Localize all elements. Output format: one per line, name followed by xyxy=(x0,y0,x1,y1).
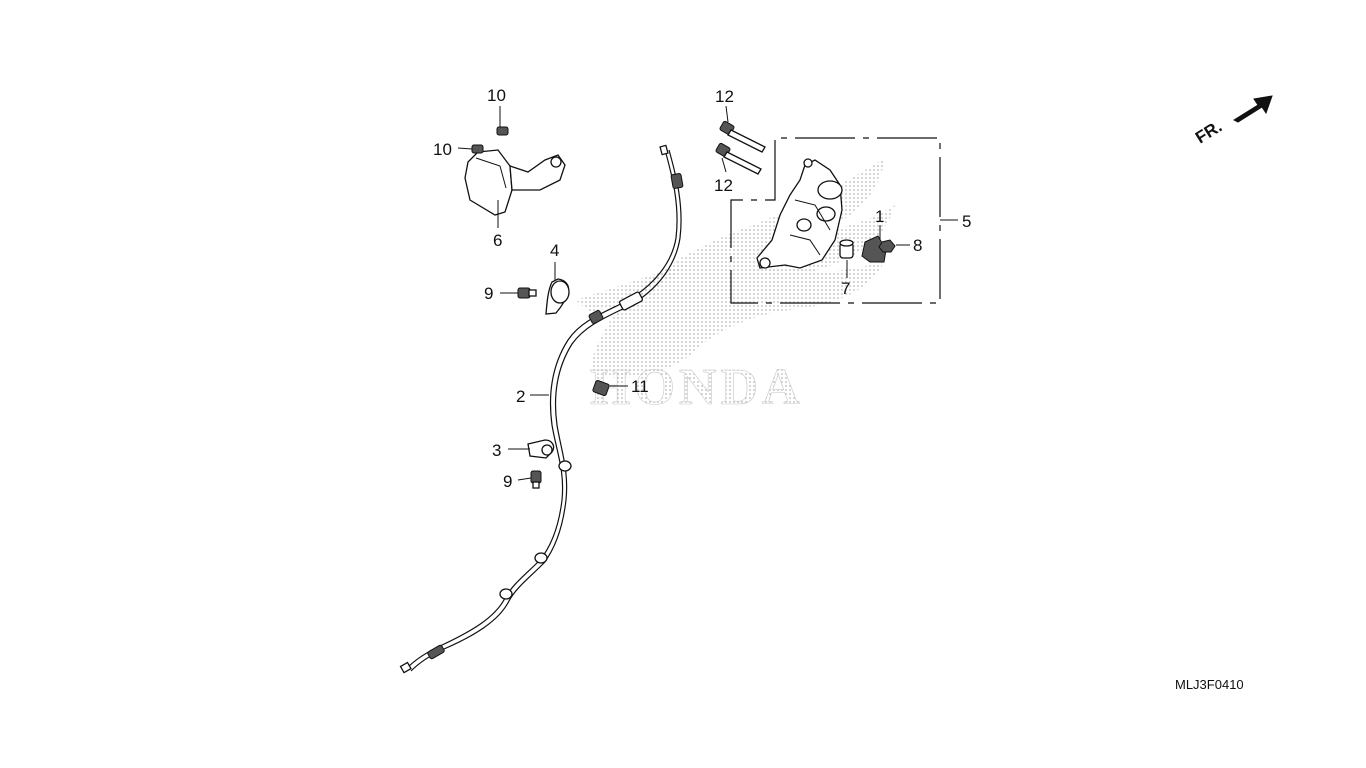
callout-6: 6 xyxy=(493,231,502,250)
honda-watermark-text: HONDA xyxy=(590,359,804,416)
cover-part xyxy=(464,149,566,216)
parking-brake-cable xyxy=(399,144,684,674)
bolt-12b xyxy=(715,142,762,175)
screw-10b xyxy=(471,144,484,154)
lever-assembly-part xyxy=(756,158,843,269)
front-direction-indicator: FR. xyxy=(1192,95,1273,148)
callout-9-upper: 9 xyxy=(484,284,493,303)
bolt-9a xyxy=(517,287,537,299)
bolt-12a xyxy=(719,120,766,153)
bolt-9b xyxy=(530,470,542,489)
screw-10a xyxy=(496,126,509,136)
callout-12-bottom: 12 xyxy=(714,176,733,195)
clip-part xyxy=(592,380,610,396)
callout-2: 2 xyxy=(516,387,525,406)
nut-part xyxy=(878,239,896,253)
clamp-part xyxy=(527,439,555,459)
clip-1-part xyxy=(861,235,887,263)
front-label: FR. xyxy=(1192,117,1225,148)
callout-10-left: 10 xyxy=(433,140,452,159)
callout-5: 5 xyxy=(962,212,971,231)
collar-part xyxy=(839,239,854,259)
diagram-code: MLJ3F0410 xyxy=(1175,677,1244,692)
callout-1: 1 xyxy=(875,207,884,226)
bracket-part xyxy=(545,278,570,315)
callout-11: 11 xyxy=(631,377,649,396)
callout-3: 3 xyxy=(492,441,501,460)
callout-12-top: 12 xyxy=(715,87,734,106)
callout-10-top: 10 xyxy=(487,86,506,105)
front-arrow-icon xyxy=(1232,95,1273,123)
callout-8: 8 xyxy=(913,236,922,255)
callout-4: 4 xyxy=(550,241,559,260)
callout-9-lower: 9 xyxy=(503,472,512,491)
callout-7: 7 xyxy=(841,279,850,298)
assembly-box xyxy=(730,137,941,304)
leader-lines xyxy=(457,105,958,481)
